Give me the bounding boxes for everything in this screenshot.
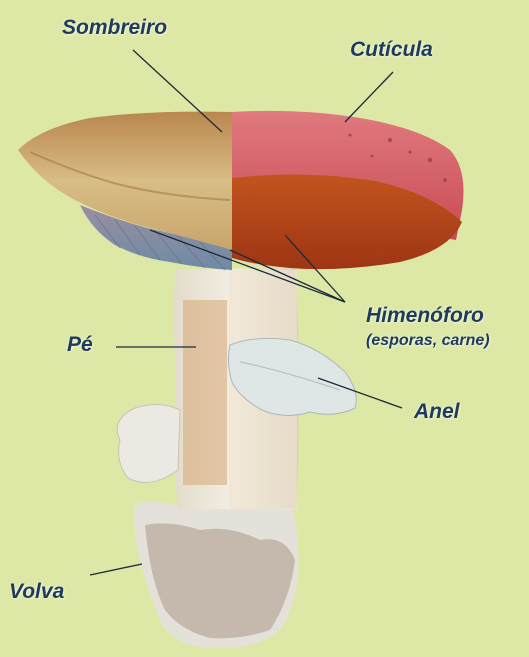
label-volva: Volva bbox=[9, 580, 64, 604]
label-himenoforo: Himenóforo bbox=[366, 304, 484, 328]
label-pe: Pé bbox=[67, 333, 93, 357]
leader-volva bbox=[90, 564, 142, 575]
label-anel: Anel bbox=[414, 400, 460, 424]
label-sombreiro: Sombreiro bbox=[62, 16, 167, 40]
label-cuticula: Cutícula bbox=[350, 38, 433, 62]
stem-core bbox=[183, 300, 227, 485]
ring-lower bbox=[117, 404, 180, 482]
leader-cuticula bbox=[345, 72, 393, 122]
label-himenoforo-sub: (esporas, carne) bbox=[366, 332, 490, 350]
